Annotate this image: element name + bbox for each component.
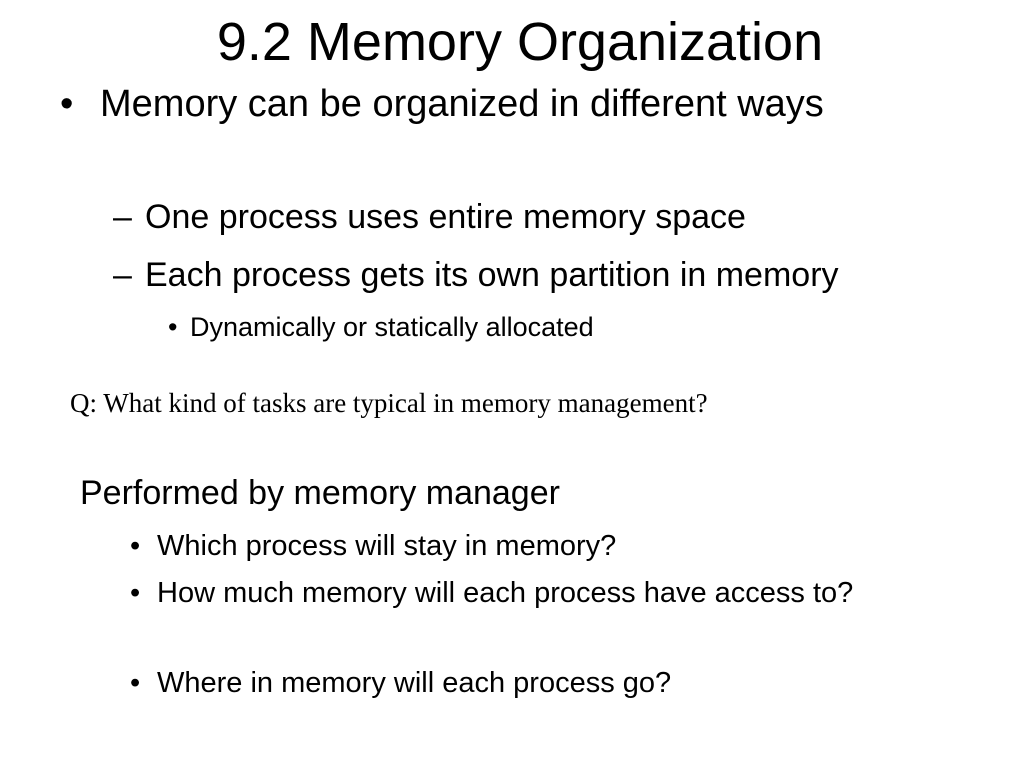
answer-item-where: • Where in memory will each process go? (130, 664, 930, 702)
answer-heading: Performed by memory manager (80, 474, 560, 512)
answer-item-text: Which process will stay in memory? (157, 530, 617, 562)
bullet-marker: • (60, 83, 74, 125)
main-bullet-text: Memory can be organized in different way… (100, 83, 824, 125)
dash-marker: – (113, 256, 132, 294)
slide-title: 9.2 Memory Organization (216, 12, 824, 72)
answer-item-text: Where in memory will each process go? (157, 667, 672, 699)
bullet-marker: • (130, 530, 141, 562)
sub-bullet-one-process: – One process uses entire memory space (113, 197, 746, 237)
sub-sub-bullet-allocation: • Dynamically or statically allocated (168, 311, 594, 343)
bullet-marker: • (130, 667, 141, 699)
sub-bullet-text: One process uses entire memory space (145, 198, 746, 236)
bullet-marker: • (130, 577, 141, 609)
answer-item-text: How much memory will each process have a… (157, 577, 854, 609)
bullet-marker: • (168, 312, 178, 342)
sub-sub-bullet-text: Dynamically or statically allocated (190, 312, 594, 342)
sub-bullet-partition: – Each process gets its own partition in… (113, 255, 839, 295)
sub-bullet-text: Each process gets its own partition in m… (145, 256, 839, 294)
answer-item-access: • How much memory will each process have… (130, 574, 930, 612)
answer-item-stay: • Which process will stay in memory? (130, 527, 930, 565)
dash-marker: – (113, 198, 132, 236)
question-text: Q: What kind of tasks are typical in mem… (70, 388, 708, 418)
main-bullet: • Memory can be organized in different w… (60, 80, 890, 128)
